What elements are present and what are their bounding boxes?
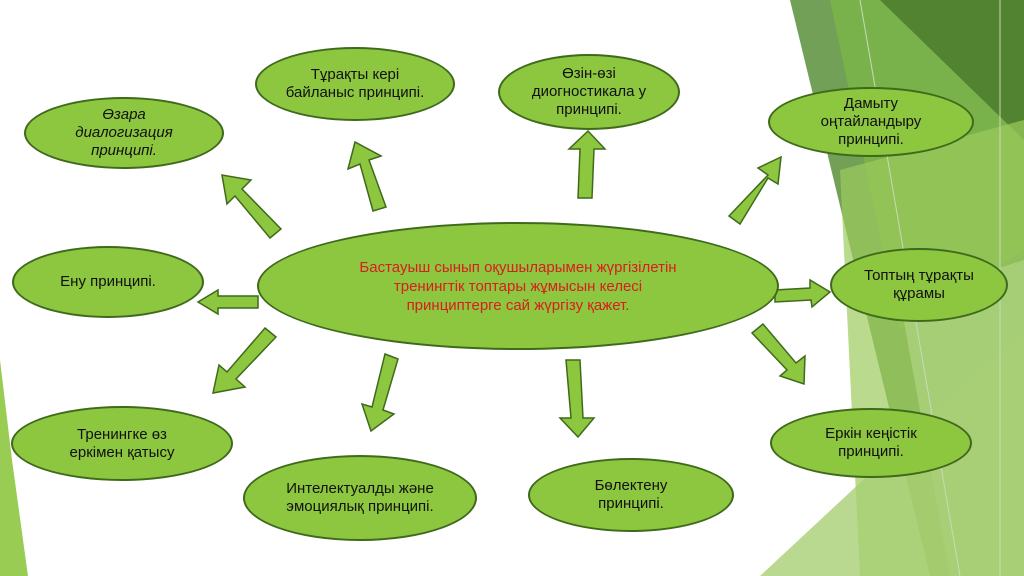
node-selfdiag: Өзін-өзі диогностикала у принципі. <box>498 54 680 130</box>
node-dialog: Өзара диалогизация принципі. <box>24 97 224 169</box>
node-enter: Ену принципі. <box>12 246 204 318</box>
node-voluntary: Тренингке өз еркімен қатысу <box>11 406 233 481</box>
node-space: Еркін кеңістік принципі. <box>770 408 972 478</box>
arrow-left <box>196 288 259 316</box>
arrow-down <box>558 359 596 439</box>
node-group-text: Топтың тұрақты құрамы <box>864 267 974 302</box>
arrow-up-right <box>727 155 782 226</box>
node-selfdiag-text: Өзін-өзі диогностикала у принципі. <box>531 65 647 118</box>
node-enter-text: Ену принципі. <box>60 273 156 290</box>
node-feedback-text: Тұрақты кері байланыс принципі. <box>285 66 425 101</box>
arrow-right <box>774 278 832 309</box>
arrow-down <box>360 352 399 433</box>
node-intel: Интелектуалды және эмоциялық принципі. <box>243 455 477 541</box>
node-dialog-text: Өзара диалогизация принципі. <box>75 106 173 159</box>
center-oval: Бастауыш сынып оқушыларымен жүргізілетін… <box>257 222 779 350</box>
node-split-text: Бөлектену принципі. <box>594 477 668 512</box>
arrow-down-left <box>212 326 278 394</box>
arrow-down-right <box>750 322 806 386</box>
node-intel-text: Интелектуалды және эмоциялық принципі. <box>286 480 434 515</box>
node-optimize: Дамыту оңтайландыру принципі. <box>768 87 974 157</box>
node-feedback: Тұрақты кері байланыс принципі. <box>255 47 455 121</box>
arrow-up <box>346 140 387 212</box>
node-split: Бөлектену принципі. <box>528 458 734 532</box>
center-text: Бастауыш сынып оқушыларымен жүргізілетін… <box>359 258 677 314</box>
arrow-up-left <box>221 174 283 240</box>
node-optimize-text: Дамыту оңтайландыру принципі. <box>820 95 922 148</box>
node-space-text: Еркін кеңістік принципі. <box>825 425 917 460</box>
arrow-up <box>567 129 607 199</box>
node-group: Топтың тұрақты құрамы <box>830 248 1008 322</box>
node-voluntary-text: Тренингке өз еркімен қатысу <box>69 425 175 461</box>
